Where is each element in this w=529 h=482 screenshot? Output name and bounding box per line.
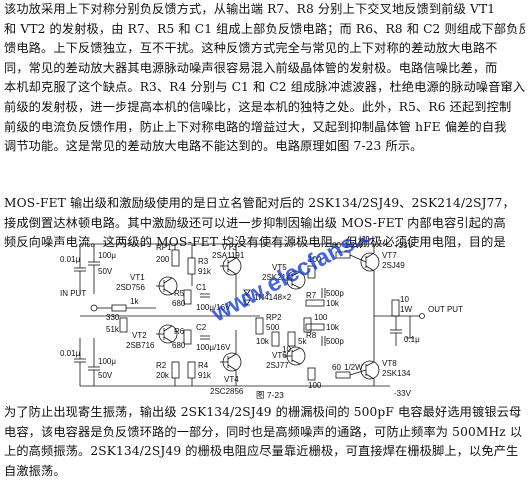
r7-value: 10k [326,299,340,308]
c-mid-top-voltage: 50V [98,267,113,276]
c-mid-top-value: 100μ [98,251,116,260]
paragraph-oscillation: 为了防止出现寄生振荡，输出级 2SK134/2SJ49 的栅漏极间的 500pF… [4,403,525,481]
r-out-power: 1W [400,305,412,314]
text-line: 该功放采用上下对称分别负反馈方式，从输出端 R7、R8 分别上下交叉地反馈到前级… [4,2,496,16]
paragraph-feedback: 该功放采用上下对称分别负反馈方式，从输出端 R7、R8 分别上下交叉地反馈到前级… [4,0,525,157]
vt5-type: 2SK214 [262,273,291,282]
output-label: OUT PUT [428,305,463,314]
text-line: 频反向噪声电流。这两级的 MOS-FET 均没有使有源极电阻，但栅极必须使用电阻… [4,235,506,250]
r5-label: R5 [174,289,185,298]
text-line: 同，常见的差动放大器其电源脉动噪声很容易混入前级晶体管的发射极。电路信噪比差，而 [4,60,498,75]
vt8-type: 2SK134 [382,369,411,378]
circuit-diagram: 0.01μ 100μ 50V RP1 200 R3 91k VT3 2SA119… [60,238,463,400]
r7-label: R7 [306,291,317,300]
r-bot-gate-power: 1/2W [344,363,363,372]
text-line: 接成倒置达林顿电路。其中激励级还可以进一步抑制因输出级 MOS-FET 内部电容… [4,215,506,230]
paragraph-mosfet: MOS-FET 输出级和激励级使用的是日立名管配对后的 2SK134/2SJ49… [4,194,525,253]
r-vt6-value: 100 [308,381,322,390]
c-top-value: 0.01μ [60,255,81,264]
c1-value: 100μ/16V [196,303,231,312]
rp1-value: 200 [156,255,170,264]
vt2-label: VT2 [132,331,147,340]
r-top-gate-power: 1/2W [344,241,363,250]
input-label: IN PUT [60,289,86,298]
r-vt5-value: 100 [308,255,322,264]
text-line: 前级的电流负反馈作用，防止上下对称电路的增益过大，又起到抑制晶体管 hFE 偏差… [4,119,507,134]
r4-value: 91k [198,371,212,380]
c1-label: C1 [196,283,207,292]
vt1-label: VT1 [130,273,145,282]
c-mid-bot-value: 100μ [98,357,116,366]
vt7-label: VT7 [382,251,397,260]
text-line: 前级的发射极，进一步提高本机的信噪比，这是本机的独特之处。此外，R5、R6 还起… [4,99,512,114]
vt1-type: 2SD756 [116,283,145,292]
r4-label: R4 [198,361,209,370]
rp2-value: 500 [266,323,280,332]
figure-caption: 图 7-23 [256,390,284,400]
text-line: 和 VT2 的发射极，由 R7、R5 和 C1 组成上部负反馈电路；而 R6、R… [4,21,525,36]
text-line: 馈电路。上下反馈独立，互不干扰。这种反馈方式完全与常见的上下对称的差动放大电路不 [4,41,498,56]
text-line: MOS-FET 输出级和激励级使用的是日立名管配对后的 2SK134/2SJ49… [4,196,515,210]
vt5-label: VT5 [272,263,287,272]
r-in2-value: 1k [130,297,139,306]
r-in-value-2: 51k [106,325,120,334]
r8-label: R8 [306,331,317,340]
r3-value: 91k [198,267,212,276]
text-line: 为了防止出现寄生振荡，输出级 2SK134/2SJ49 的栅漏极间的 500pF… [4,405,522,419]
vt7-type: 2SJ49 [382,261,405,270]
vt6-type: 2SJ77 [266,361,289,370]
vt2-type: 2SB716 [126,341,155,350]
r-in-value: 330 [106,313,120,322]
r-mid4-value: 100 [314,313,328,322]
r-top-gate-value: 60 [332,241,341,250]
vt3-type: 2SA1191 [212,251,245,260]
r-mid1-value: 10k [256,337,270,346]
c-bot-value: 0.01μ [60,349,81,358]
vt8-label: VT8 [382,359,397,368]
r-mid2-value: 10 [282,345,291,354]
vt4-label: VT4 [224,375,239,384]
r3-label: R3 [198,257,209,266]
text-line: 上的高频振荡。2SK134/2SJ49 的栅极电阻应尽量靠近栅极，可直接焊在栅极… [4,444,519,459]
r8-value: 10k [326,323,340,332]
c-out-value: 0.1μ [404,335,420,344]
r-mid3-value: 5k [298,337,307,346]
c-vt6-value: 500p [326,337,344,346]
r-out-value: 10 [400,295,409,304]
r6-label: R6 [174,327,185,336]
rp1-label: RP1 [156,243,172,252]
c2-value: 100μ/16V [196,343,231,352]
minus-supply-label: -33V [394,389,412,398]
r-bot-gate-value: 60 [332,363,341,372]
vt4-type: 2SC2856 [210,387,244,396]
vt6-label: VT6 [272,351,287,360]
vt3-label: VT3 [222,243,237,252]
r5-value: 680 [172,299,186,308]
c-mid-bot-voltage: 50V [98,371,113,380]
text-line: 调节功能。这是常见的差动放大电路不能达到的。电路原理如图 7-23 所示。 [4,139,423,154]
text-line: 本机却克服了这个缺点。R3、R4 分别与 C1 和 C2 组成脉冲滤波器，杜绝电… [4,80,525,95]
r2-value: 20k [156,371,170,380]
plus-supply-label: +33V [394,241,414,250]
rp2-label: RP2 [266,313,282,322]
diode-label: 1N4148×2 [254,293,292,302]
c-vt5-value: 500p [326,289,344,298]
c2-label: C2 [196,323,207,332]
r2-label: R2 [156,361,167,370]
r6-value: 680 [172,341,186,350]
text-line: 电容，该电容器是负反馈环路的一部分，同时也是高频噪声的通路，可防止频率为 500… [4,424,523,439]
text-line: 自激振荡。 [4,463,66,478]
